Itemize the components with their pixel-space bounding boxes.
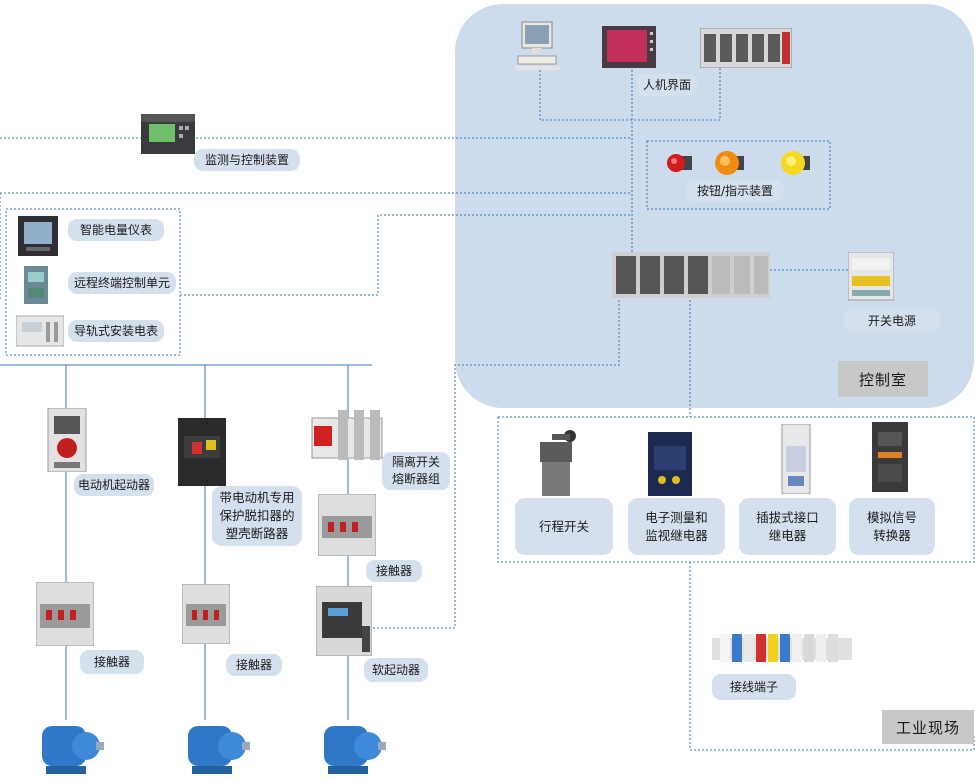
plc-rack-icon [612, 252, 770, 298]
contactor-icon [36, 582, 94, 646]
label-din-meter: 导轨式安装电表 [68, 320, 164, 342]
pushbutton-icon [667, 154, 692, 172]
link-line [372, 300, 620, 629]
limit-switch-icon [540, 430, 576, 496]
hmi-screen-icon [602, 26, 656, 68]
label-contactor-right: 接触器 [366, 560, 422, 582]
motor-icon [324, 726, 386, 774]
label-contactor-mid: 接触器 [226, 654, 282, 676]
label-plugin-relay: 插拔式接口 继电器 [739, 498, 836, 555]
label-power-supply: 开关电源 [844, 309, 940, 333]
motor-starter-icon [47, 408, 87, 472]
label-soft-starter: 软起动器 [364, 658, 428, 682]
switch-fuse-icon [311, 410, 383, 460]
group-box [497, 416, 975, 563]
pc-icon [516, 21, 560, 70]
label-rtu: 远程终端控制单元 [68, 272, 176, 294]
label-buttons: 按钮/指示装置 [686, 180, 784, 202]
meter-icon [141, 114, 195, 154]
label-measure-relay: 电子测量和 监视继电器 [628, 498, 725, 555]
power-supply-icon [848, 252, 894, 301]
zone-control-room: 控制室 [838, 361, 928, 397]
label-monitoring: 监测与控制装置 [194, 149, 300, 171]
label-signal-converter: 模拟信号 转换器 [849, 498, 935, 555]
label-limit-switch: 行程开关 [515, 498, 613, 555]
rtu-icon [24, 266, 48, 304]
signal-converter-icon [872, 422, 908, 492]
motor-icon [42, 726, 104, 774]
indicator-lamp-icon [781, 151, 810, 175]
contactor-icon [318, 494, 376, 556]
din-meter-icon [16, 315, 64, 347]
link-line [180, 214, 632, 296]
meter-icon [18, 216, 58, 256]
label-motor-starter: 电动机起动器 [74, 474, 154, 496]
group-box [646, 140, 831, 210]
soft-starter-icon [316, 586, 372, 656]
zone-field: 工业现场 [882, 710, 974, 744]
plugin-relay-icon [781, 424, 811, 494]
label-switch-fuse: 隔离开关 熔断器组 [382, 452, 450, 490]
motor-icon [188, 726, 250, 774]
label-mccb: 带电动机专用 保护脱扣器的 塑壳断路器 [212, 486, 302, 546]
mccb-icon [178, 418, 226, 486]
terminal-block-icon [712, 634, 852, 662]
indicator-lamp-icon [715, 151, 744, 175]
label-contactor-left: 接触器 [80, 650, 144, 674]
link-line [539, 60, 721, 121]
control-room-area [455, 4, 974, 408]
plc-rack-icon [700, 28, 792, 68]
label-smart-meter: 智能电量仪表 [68, 219, 164, 241]
contactor-icon [182, 584, 230, 644]
link-line [689, 562, 975, 751]
label-terminals: 接线端子 [712, 674, 796, 700]
relay-icon [648, 432, 692, 496]
label-hmi: 人机界面 [636, 74, 698, 96]
